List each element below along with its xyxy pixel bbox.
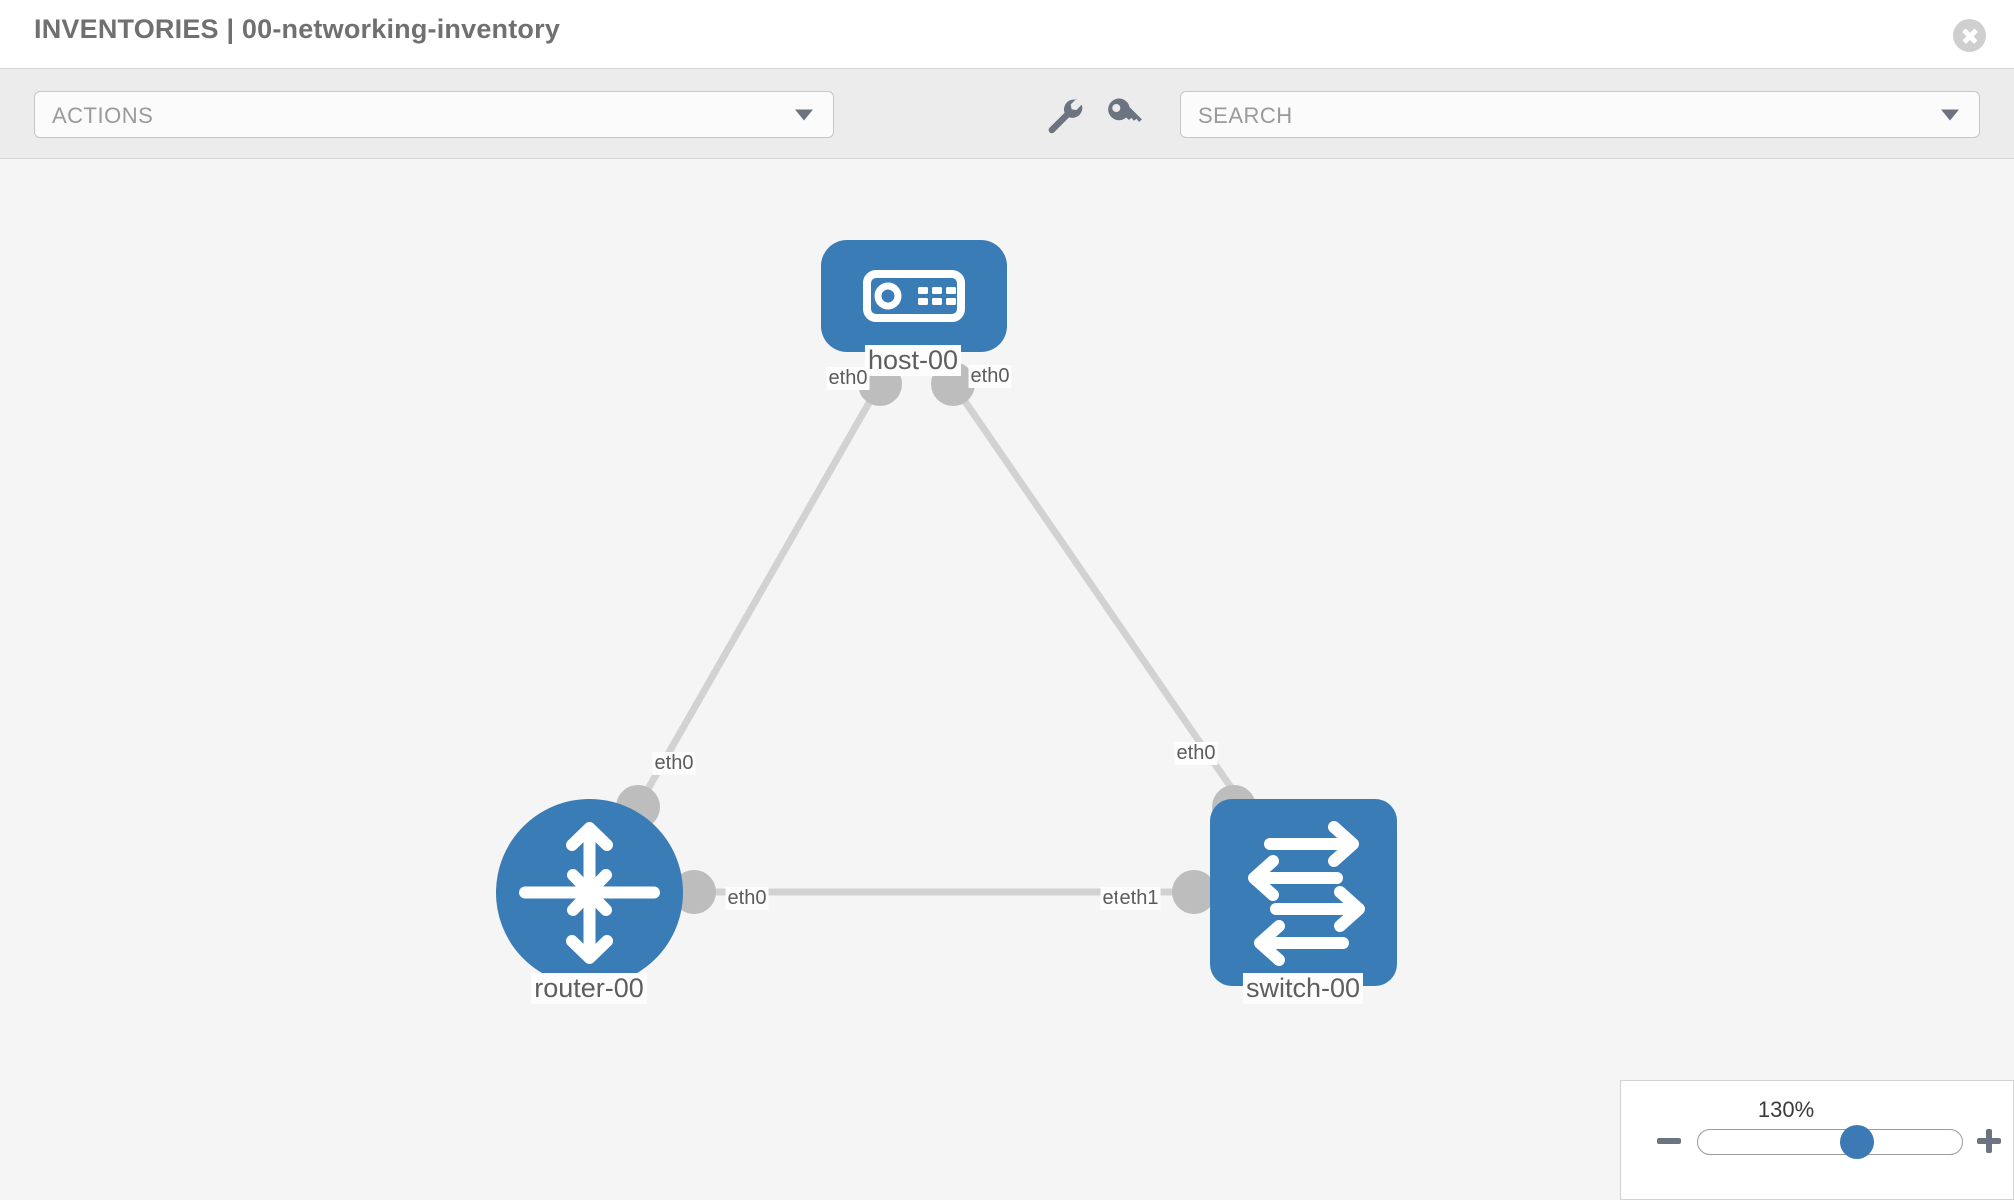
connector-endpoint[interactable] — [672, 870, 716, 914]
close-icon[interactable] — [1953, 19, 1986, 52]
actions-dropdown[interactable]: ACTIONS — [34, 91, 834, 138]
iface-label: eth0 — [725, 887, 769, 910]
iface-label: eth0 — [968, 365, 1012, 388]
zoom-control-panel: 130% — [1620, 1080, 2014, 1200]
switch-icon — [1210, 799, 1397, 986]
zoom-slider-track[interactable] — [1697, 1129, 1963, 1155]
zoom-out-button[interactable] — [1657, 1138, 1681, 1144]
zoom-in-button[interactable] — [1977, 1129, 2001, 1153]
node-label-router-00: router-00 — [531, 973, 647, 1004]
topology-canvas[interactable]: host-00 router-00 switch-00 eth0 eth0 et… — [0, 160, 2014, 1200]
node-label-host-00: host-00 — [864, 345, 962, 376]
topology-graph — [585, 324, 1306, 914]
node-label-switch-00: switch-00 — [1242, 973, 1364, 1004]
router-icon — [496, 799, 683, 986]
wrench-icon[interactable] — [1042, 94, 1084, 136]
iface-label: eth0 — [652, 752, 696, 775]
search-placeholder: SEARCH — [1198, 103, 1293, 128]
toolbar: ACTIONS SEARCH — [0, 69, 2014, 159]
actions-dropdown-label: ACTIONS — [52, 103, 154, 128]
zoom-slider-thumb[interactable] — [1839, 1125, 1874, 1159]
host-icon — [821, 240, 1007, 352]
page-title: INVENTORIES | 00-networking-inventory — [34, 14, 561, 44]
chevron-down-icon — [1941, 109, 1959, 120]
key-icon[interactable] — [1103, 94, 1145, 136]
search-input[interactable]: SEARCH — [1180, 91, 1980, 138]
page-header: INVENTORIES | 00-networking-inventory — [0, 0, 2014, 69]
iface-label: eth0 — [1174, 742, 1218, 765]
iface-label: eth1 — [1117, 887, 1161, 910]
chevron-down-icon — [795, 109, 813, 120]
iface-label: eth0 — [826, 367, 870, 390]
topology-links — [585, 324, 1306, 896]
zoom-level-value: 130% — [1757, 1097, 1815, 1122]
connector-endpoint[interactable] — [1172, 870, 1216, 914]
topology-connectors — [616, 362, 1256, 914]
